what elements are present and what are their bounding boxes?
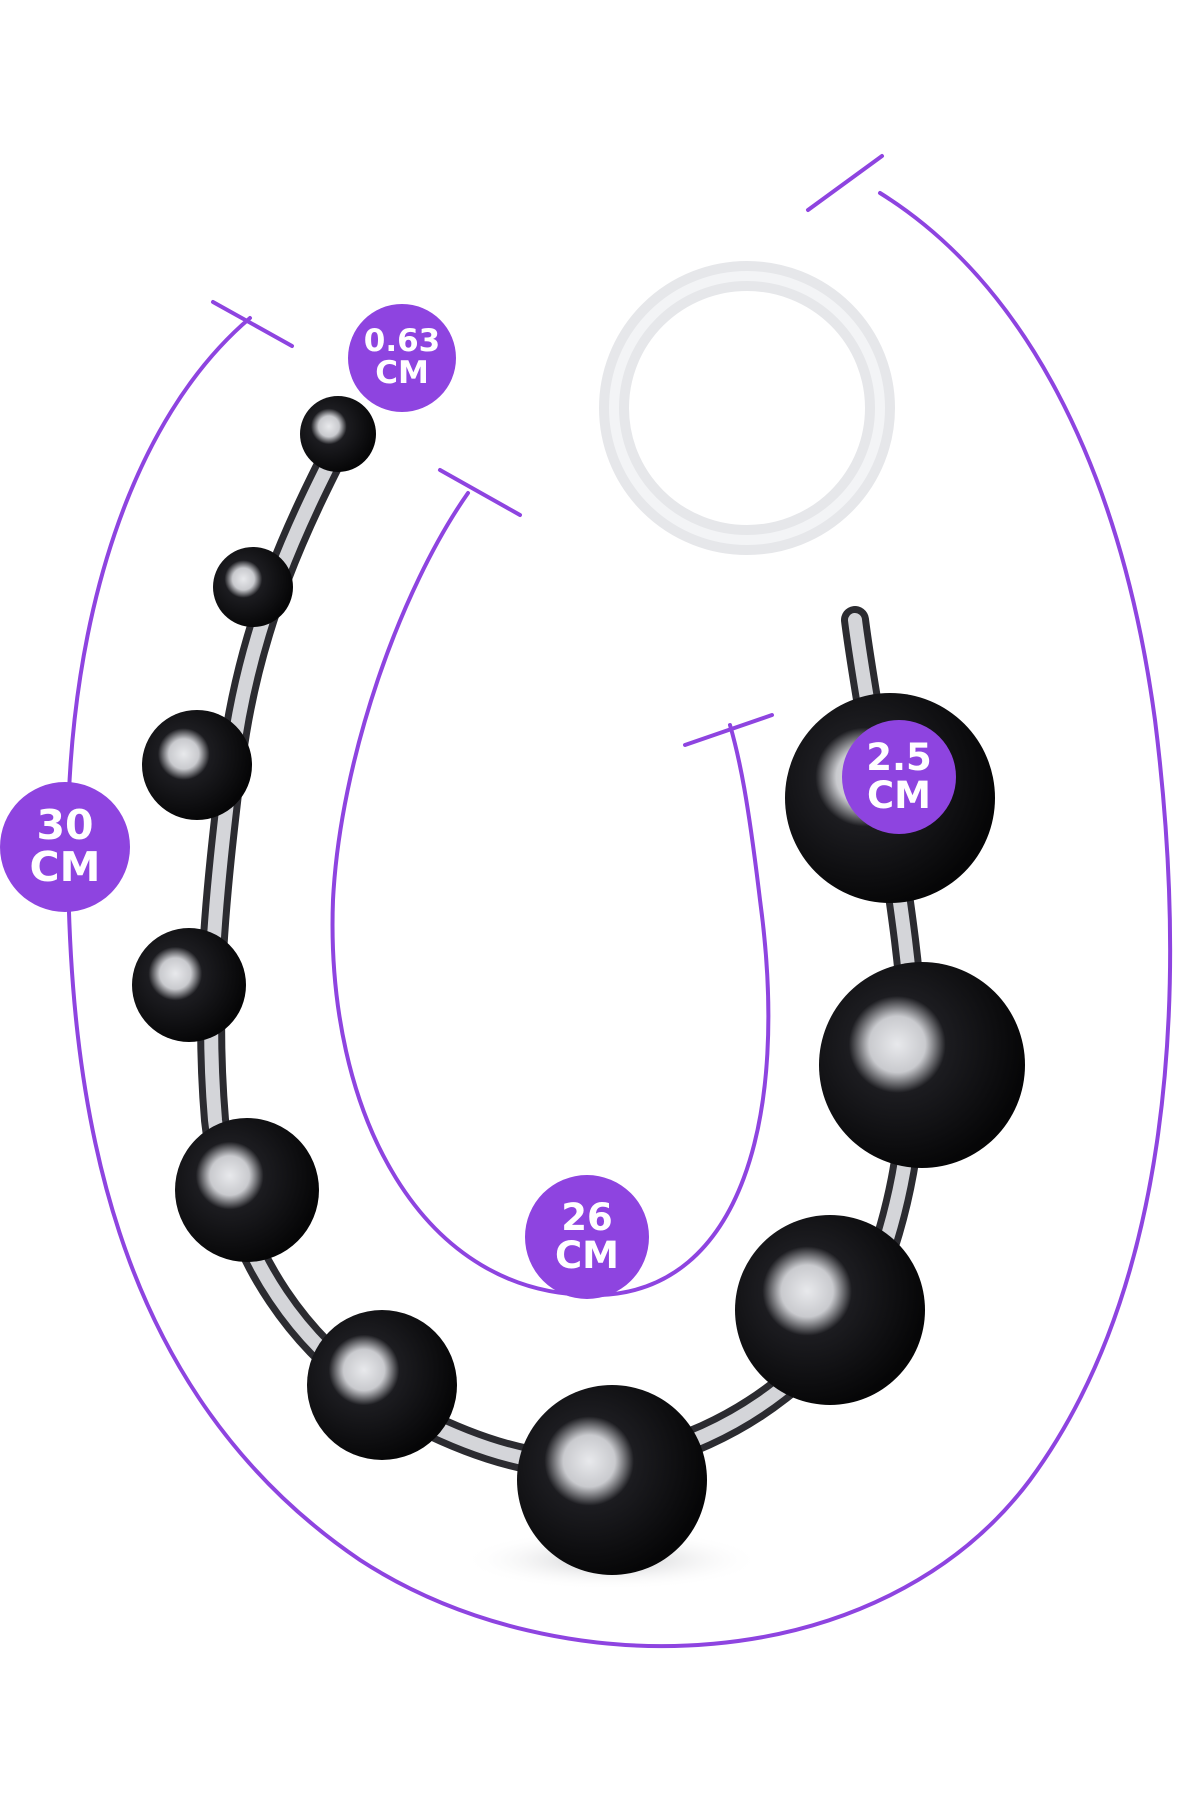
bead-8 — [735, 1215, 925, 1405]
badge-largest-bead-diameter: 2.5 CM — [842, 720, 956, 834]
inner-arc-start-tick — [438, 468, 522, 517]
inner-length-arc — [330, 491, 771, 1298]
bead-9 — [819, 962, 1025, 1168]
badge-value: 0.63 — [363, 323, 441, 360]
badge-total-length: 30 CM — [0, 782, 130, 912]
bead-2 — [213, 547, 293, 627]
badge-value: 2.5 — [866, 736, 932, 780]
badge-value: 30 — [36, 801, 94, 850]
beads — [132, 396, 1025, 1590]
badge-unit: CM — [375, 355, 429, 391]
bead-1 — [300, 396, 376, 472]
badge-insertable-length: 26 CM — [525, 1175, 649, 1299]
bead-3 — [142, 710, 252, 820]
badge-unit: CM — [867, 774, 931, 817]
outer-arc-start-tick — [211, 300, 294, 348]
badge-unit: CM — [555, 1234, 619, 1277]
bead-7 — [517, 1385, 707, 1575]
inner-arc-end-tick — [683, 713, 774, 747]
badge-unit: CM — [29, 843, 101, 891]
bead-5 — [175, 1118, 319, 1262]
bead-4 — [132, 928, 246, 1042]
ring-handle — [599, 261, 895, 555]
badge-tip-bead-diameter: 0.63 CM — [348, 304, 456, 412]
bead-6 — [307, 1310, 457, 1460]
outer-arc-end-tick — [806, 154, 884, 212]
badge-value: 26 — [561, 1196, 613, 1240]
